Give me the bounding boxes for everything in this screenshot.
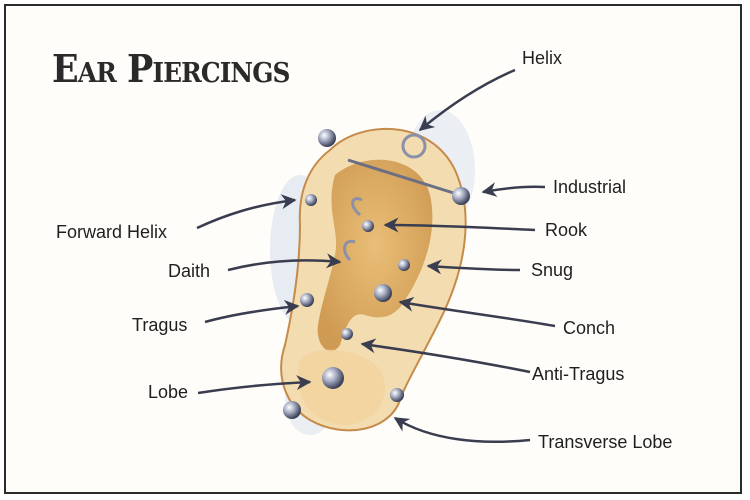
arrow-anti-tragus	[360, 338, 531, 374]
label-tragus: Tragus	[132, 315, 188, 335]
label-snug: Snug	[531, 260, 574, 280]
label-arrows	[196, 68, 556, 444]
industrial-bar	[347, 158, 461, 197]
label-rook: Rook	[545, 220, 588, 240]
ear-lobe	[297, 349, 386, 425]
arrow-rook	[383, 217, 536, 233]
ear-inner	[317, 159, 433, 352]
arrow-helix	[418, 68, 516, 131]
label-industrial: Industrial	[553, 177, 627, 197]
arrow-transverse-lobe	[393, 416, 531, 444]
arrow-tragus	[204, 299, 300, 324]
arrow-industrial	[481, 182, 546, 197]
label-anti-tragus: Anti-Tragus	[532, 364, 625, 384]
label-forward-helix: Forward Helix	[56, 222, 168, 242]
label-helix: Helix	[522, 48, 563, 68]
label-lobe: Lobe	[148, 382, 189, 402]
label-daith: Daith	[168, 261, 211, 281]
arrow-lobe	[197, 375, 312, 395]
arrow-daith	[227, 253, 342, 272]
label-transverse-lobe: Transverse Lobe	[538, 432, 673, 452]
arrow-snug	[426, 259, 521, 275]
label-conch: Conch	[563, 318, 616, 338]
arrow-forward-helix	[196, 194, 297, 230]
jewelry	[283, 129, 470, 419]
arrow-conch	[398, 296, 556, 328]
diagram-title: Ear Piercings	[52, 46, 290, 91]
